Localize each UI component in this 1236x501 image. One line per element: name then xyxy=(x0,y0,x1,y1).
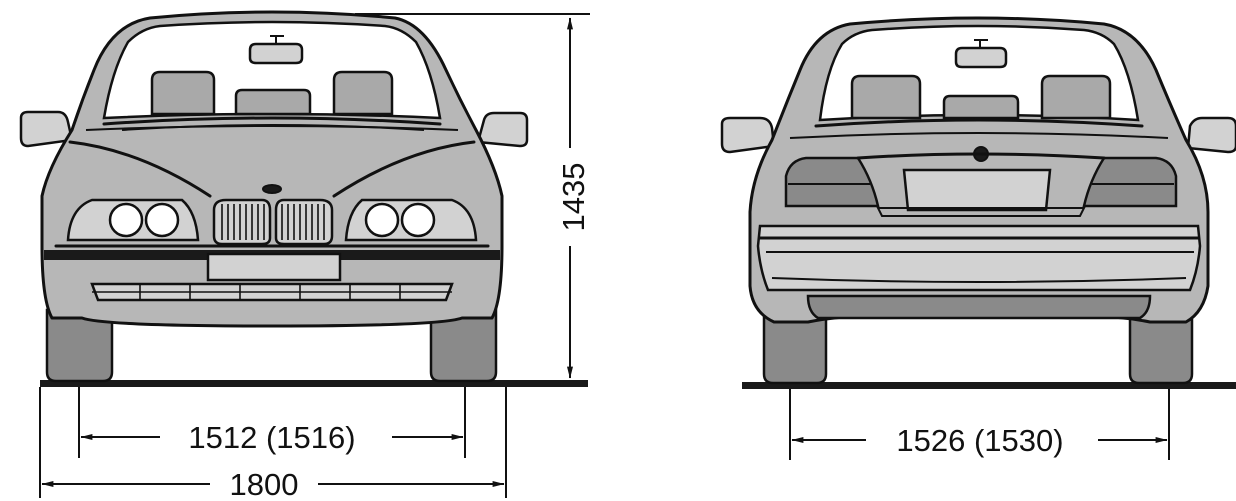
rear-diffuser xyxy=(806,294,1152,320)
front-right-headlight-inner xyxy=(364,202,400,238)
rear-right-taillight xyxy=(1082,156,1178,208)
rear-right-tyre xyxy=(1128,314,1194,385)
rear-plate-recess xyxy=(902,168,1052,212)
front-kidney-grille xyxy=(212,198,334,246)
front-right-headlight-outer xyxy=(400,202,436,238)
rear-seat-center xyxy=(942,94,1020,120)
rear-ground-line xyxy=(742,382,1236,389)
front-seat-right xyxy=(332,70,394,116)
height-dimension-label: 1435 xyxy=(556,163,591,232)
rear-track-label: 1526 (1530) xyxy=(896,423,1063,458)
front-left-headlight-inner xyxy=(144,202,180,238)
front-left-headlight-outer xyxy=(108,202,144,238)
front-left-mirror xyxy=(19,110,74,148)
rear-left-tyre xyxy=(762,314,828,385)
front-seat-center xyxy=(234,88,312,116)
rear-seat-right xyxy=(1040,74,1112,120)
rear-bumper xyxy=(756,224,1202,292)
front-ground-line xyxy=(40,380,588,387)
front-right-tyre xyxy=(429,308,498,383)
overall-width-label: 1800 xyxy=(230,467,299,501)
rear-view: 1526 (1530) xyxy=(720,16,1236,460)
front-track-label: 1512 (1516) xyxy=(188,420,355,455)
rear-left-mirror xyxy=(720,116,776,154)
rear-seat-left xyxy=(850,74,922,120)
rear-rearview-mirror xyxy=(954,46,1008,69)
front-emblem xyxy=(262,184,282,194)
rear-right-mirror xyxy=(1186,116,1236,154)
front-right-mirror xyxy=(476,111,529,148)
front-license-plate xyxy=(206,252,342,282)
front-seat-left xyxy=(150,70,216,116)
front-rearview-mirror xyxy=(248,42,304,65)
front-view: 1435 1512 (1516) 1800 xyxy=(19,10,591,501)
front-left-tyre xyxy=(45,308,114,383)
